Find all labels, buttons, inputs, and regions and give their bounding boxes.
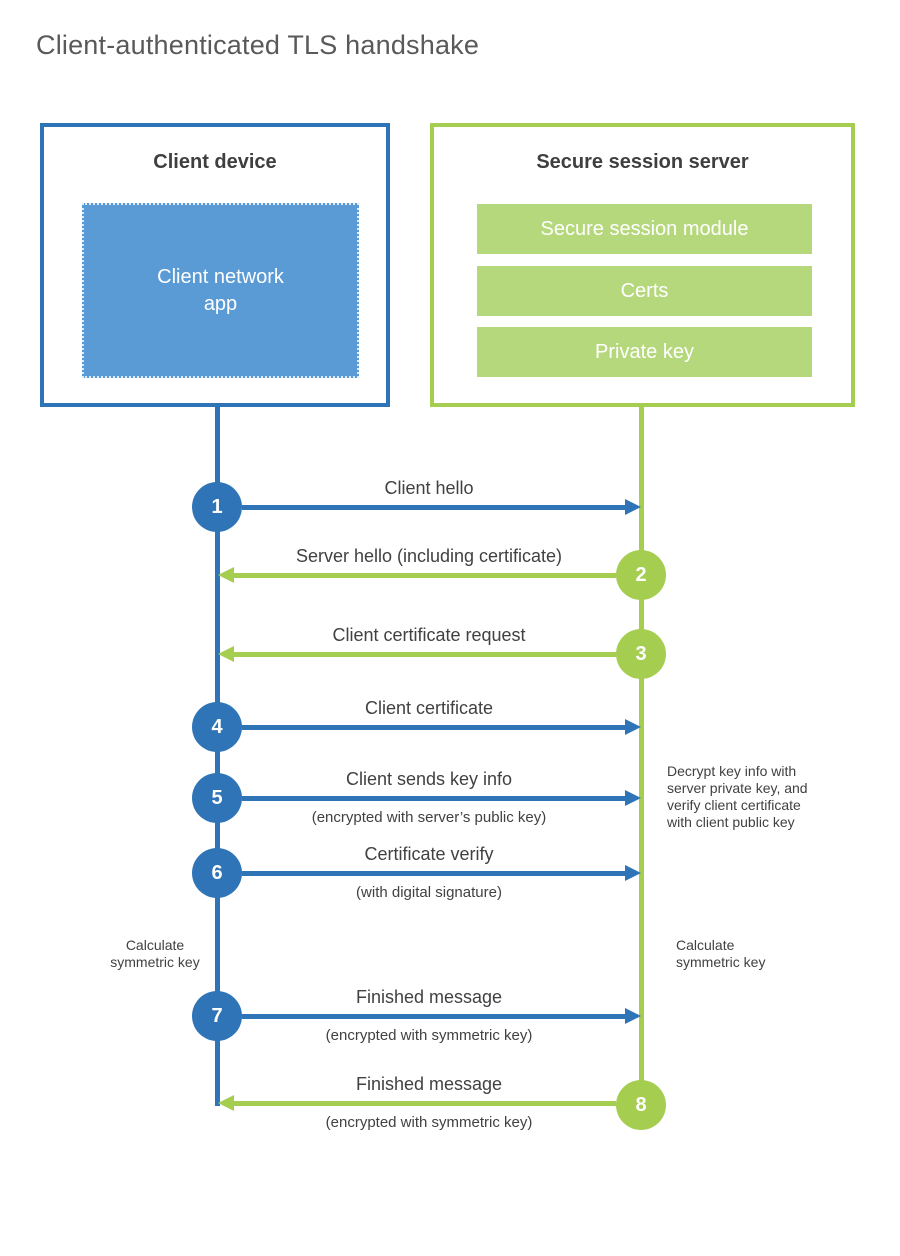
step-6-sublabel: (with digital signature): [356, 884, 502, 901]
step-6-marker: 6: [192, 848, 242, 898]
client-network-app-box: Client network app: [82, 203, 359, 378]
calculate-symmetric-key-client-note: Calculate symmetric key: [110, 937, 200, 970]
step-3-arrow: [234, 652, 616, 657]
step-1-arrow: [242, 505, 625, 510]
step-6-arrowhead-icon: [625, 865, 641, 881]
decrypt-key-note: Decrypt key info with server private key…: [667, 763, 808, 830]
step-7-marker: 7: [192, 991, 242, 1041]
step-3-label: Client certificate request: [332, 625, 526, 645]
step-2-arrow: [234, 573, 616, 578]
step-5-arrow: [242, 796, 625, 801]
client-lifeline: [215, 405, 220, 1106]
step-8-arrowhead-icon: [218, 1095, 234, 1111]
calculate-symmetric-key-server-note: Calculate symmetric key: [676, 937, 766, 970]
step-7-arrowhead-icon: [625, 1008, 641, 1024]
step-2-label: Server hello (including certificate): [295, 546, 563, 566]
step-5-label: Client sends key info: [345, 769, 513, 789]
secure-session-server-title: Secure session server: [536, 151, 749, 173]
server-module-certs: Certs: [477, 266, 812, 316]
step-8-sublabel: (encrypted with symmetric key): [325, 1114, 533, 1131]
step-1-label: Client hello: [384, 478, 474, 498]
step-6-arrow: [242, 871, 625, 876]
step-8-marker: 8: [616, 1080, 666, 1130]
step-1-marker: 1: [192, 482, 242, 532]
step-4-arrow: [242, 725, 625, 730]
step-5-sublabel: (encrypted with server’s public key): [311, 809, 547, 826]
step-8-label: Finished message: [355, 1074, 503, 1094]
server-lifeline: [639, 405, 644, 1105]
server-module-secure-session: Secure session module: [477, 204, 812, 254]
step-5-arrowhead-icon: [625, 790, 641, 806]
server-module-private-key: Private key: [477, 327, 812, 377]
step-7-arrow: [242, 1014, 625, 1019]
step-4-label: Client certificate: [364, 698, 494, 718]
step-3-marker: 3: [616, 629, 666, 679]
step-2-marker: 2: [616, 550, 666, 600]
step-6-label: Certificate verify: [364, 844, 494, 864]
step-4-arrowhead-icon: [625, 719, 641, 735]
step-1-arrowhead-icon: [625, 499, 641, 515]
step-2-arrowhead-icon: [218, 567, 234, 583]
client-device-title: Client device: [153, 151, 277, 173]
step-3-arrowhead-icon: [218, 646, 234, 662]
secure-session-server-box: Secure session server Secure session mod…: [430, 123, 855, 407]
step-5-marker: 5: [192, 773, 242, 823]
step-8-arrow: [234, 1101, 616, 1106]
page-title: Client-authenticated TLS handshake: [36, 30, 480, 60]
step-7-label: Finished message: [355, 987, 503, 1007]
step-4-marker: 4: [192, 702, 242, 752]
client-device-box: Client device Client network app: [40, 123, 390, 407]
step-7-sublabel: (encrypted with symmetric key): [325, 1027, 533, 1044]
